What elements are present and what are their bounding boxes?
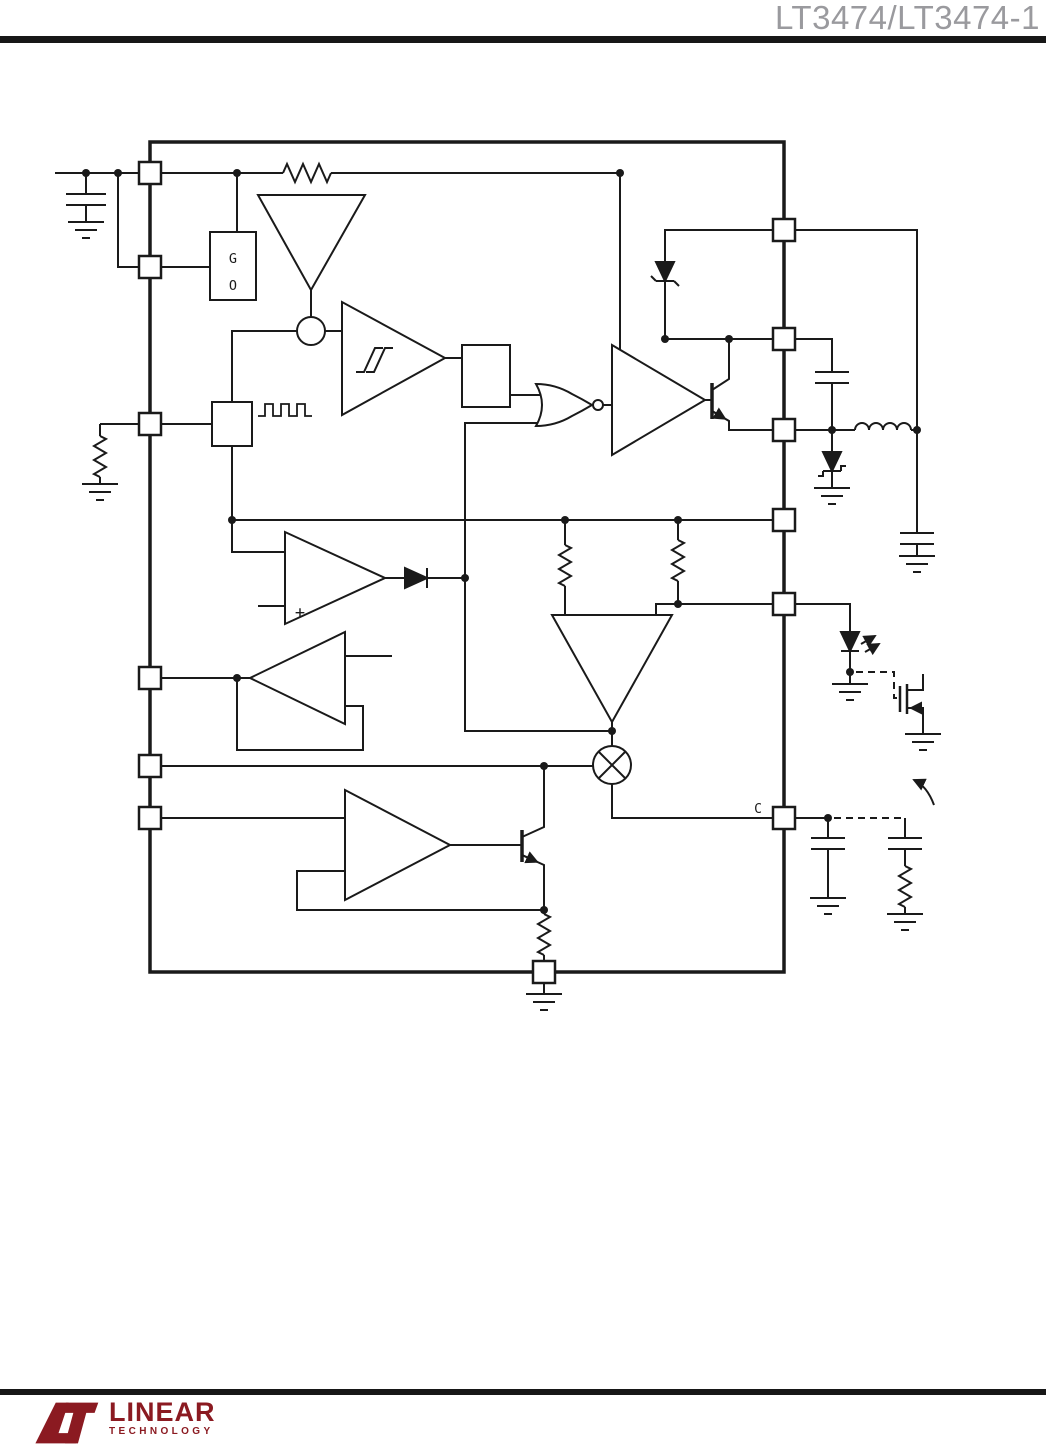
pin-left-6 [137,805,163,831]
ground-icon [887,913,923,931]
led-light-ray-icon [864,643,881,656]
ground-icon [899,555,935,573]
pin-right-5 [771,591,797,617]
error-amplifier [256,194,367,293]
pin-right-1 [771,217,797,243]
boost-capacitor [815,371,849,384]
ground-icon [526,993,562,1011]
pin-left-1 [137,160,163,186]
led-light-ray-icon [860,635,877,648]
brand-name: LINEAR [109,1397,216,1427]
linear-technology-logo: LINEAR TECHNOLOGY [28,1399,216,1447]
comparator-plus-label: + [295,603,305,623]
lt-logo-icon [35,1402,99,1444]
sense-resistor-1 [556,544,574,587]
reference-buffer [247,630,346,726]
summing-node [296,316,326,346]
page-title: LT3474/LT3474-1 [775,0,1040,36]
package-pins [137,160,797,985]
ground-icon [905,733,941,751]
pin-gnd [531,959,557,985]
sense-amplifier [550,614,674,725]
catch-diode [818,451,846,477]
inverter-bubble [592,399,604,411]
ground-icon [68,221,104,239]
sense-resistor-2 [669,539,687,582]
pin-c-label: C [754,802,762,817]
dimming-mosfet [898,674,924,734]
pin-left-3 [137,411,163,437]
rt-resistor [91,435,109,478]
emitter-resistor [535,913,553,956]
regulator-label-g: G [229,251,237,267]
dashed-wiring [834,671,905,819]
regulator-block [209,231,257,301]
header-rule [0,36,1046,43]
boost-diode [650,261,680,287]
ground-icon [832,683,868,701]
compensation-resistor [896,865,914,908]
compensation-capacitor-2 [888,837,922,850]
ic-boundary [148,140,786,974]
or-gate [534,382,604,428]
npn-emitter-arrow [521,851,539,864]
npn-emitter-arrow [711,407,727,420]
blocking-diode [404,566,430,590]
pin-left-4 [137,665,163,691]
led [839,631,861,654]
ground-icon [814,487,850,505]
current-comparator [284,530,388,626]
resistors [91,161,914,956]
output-capacitor [900,532,934,545]
diodes [404,261,861,654]
capacitors [66,193,934,850]
pwm-dimming-arrow-icon [912,778,935,806]
inductor [854,422,912,431]
pin-left-2 [137,254,163,280]
junction-dots [82,169,921,914]
ground-icon [810,897,846,915]
pulse-waveform-icon [258,403,312,417]
compensation-capacitor-1 [811,837,845,850]
pin-right-3 [771,417,797,443]
wiring [55,172,918,994]
slope-comp-block [211,401,253,447]
footer-rule [0,1389,1046,1395]
ground-symbols [68,221,941,1011]
ground-icon [82,483,118,501]
input-capacitor [66,193,106,206]
pin-left-5 [137,753,163,779]
pin-right-2 [771,326,797,352]
pin-right-4 [771,507,797,533]
pin-c [771,805,797,831]
hysteresis-icon [356,347,383,373]
brand-subname: TECHNOLOGY [109,1426,214,1437]
regulator-label-o: O [229,278,237,294]
multiplier [592,745,632,785]
top-resistor [282,161,332,185]
oscillator [341,300,448,417]
gate-driver [611,343,707,457]
hysteresis-icon [366,347,393,373]
vadj-amplifier [344,788,453,902]
latch-block [461,344,511,408]
